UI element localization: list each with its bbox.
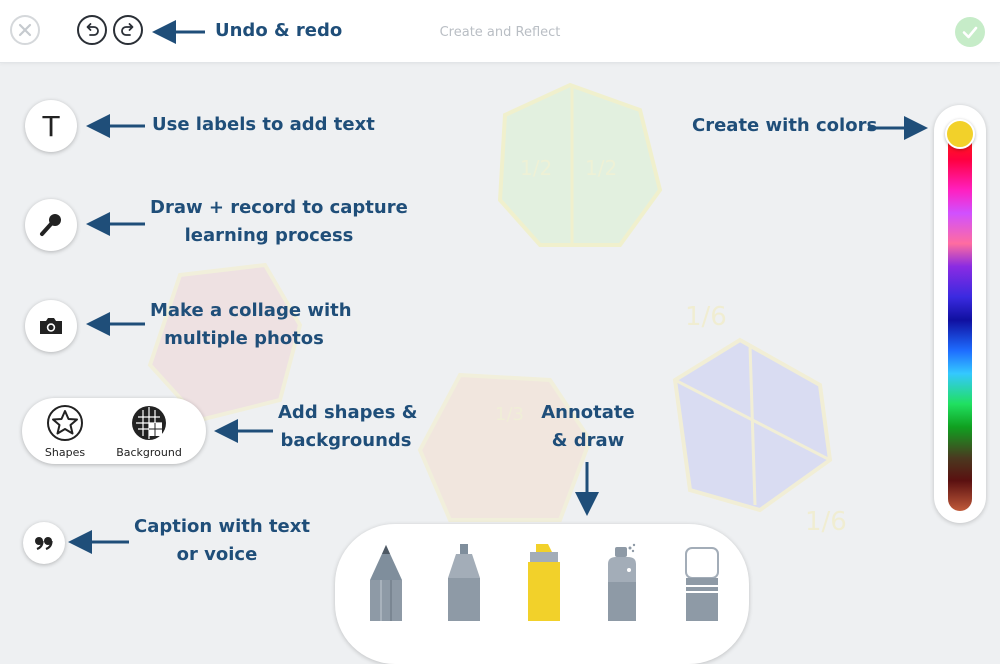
fraction-third: 1/3 — [495, 404, 524, 425]
callout-record: Draw + record to capture learning proces… — [150, 194, 408, 250]
shapes-background-pill: Shapes Background — [22, 398, 206, 464]
color-spectrum-slider[interactable] — [948, 129, 972, 511]
undo-button[interactable] — [77, 15, 107, 45]
color-picker[interactable] — [934, 105, 986, 523]
trapezoid-thirds-shape: 1/3 — [417, 372, 593, 522]
draw-record-button[interactable] — [25, 199, 77, 251]
microphone-icon — [40, 214, 61, 236]
callout-shapes-line1: Add shapes & — [278, 402, 418, 423]
callout-shapes: Add shapes & backgrounds — [278, 399, 418, 455]
callout-collage-line1: Make a collage with — [150, 300, 352, 321]
photo-collage-button[interactable] — [25, 300, 77, 352]
fraction-half-right: 1/2 — [585, 156, 617, 180]
fraction-sixth-top: 1/6 — [685, 302, 727, 332]
hexagon-red-shape — [147, 262, 303, 423]
shapes-label: Shapes — [44, 446, 86, 459]
eraser-tool[interactable] — [682, 542, 722, 621]
label-text-button[interactable]: T — [25, 100, 77, 152]
callout-caption-line2: or voice — [176, 544, 258, 565]
pencil-tool[interactable] — [366, 542, 406, 621]
canvas-artwork: 1/2 1/2 1/3 1/6 1/6 — [147, 82, 847, 537]
star-shape-icon — [47, 405, 83, 441]
callout-annotate-line2: & draw — [551, 430, 625, 451]
close-button[interactable] — [10, 15, 40, 45]
callout-annotate: Annotate & draw — [540, 399, 636, 455]
redo-icon — [121, 23, 134, 36]
callout-shapes-line2: backgrounds — [280, 430, 412, 451]
quote-icon — [35, 537, 53, 551]
text-t-icon: T — [42, 109, 60, 143]
callout-labels: Use labels to add text — [152, 114, 375, 135]
done-button[interactable] — [955, 17, 985, 47]
spray-paint-tool[interactable] — [602, 542, 642, 621]
callout-collage: Make a collage with multiple photos — [150, 297, 352, 353]
callout-record-line1: Draw + record to capture — [150, 197, 408, 218]
callout-caption-line1: Caption with text — [134, 516, 310, 537]
top-bar: Create and Reflect — [0, 0, 1000, 63]
callout-annotate-line1: Annotate — [541, 402, 635, 423]
highlighter-tool[interactable] — [524, 542, 564, 621]
callout-collage-line2: multiple photos — [164, 328, 324, 349]
caption-button[interactable] — [23, 522, 65, 564]
close-icon — [18, 23, 32, 37]
callout-colors: Create with colors — [692, 115, 878, 136]
background-grid-icon — [132, 406, 166, 440]
hexagon-halves-shape: 1/2 1/2 — [497, 82, 663, 247]
marker-tool[interactable] — [444, 542, 484, 621]
background-label: Background — [116, 446, 182, 459]
selected-color-swatch[interactable] — [945, 119, 975, 149]
redo-button[interactable] — [113, 15, 143, 45]
undo-icon — [86, 23, 99, 36]
shapes-button[interactable]: Shapes — [36, 404, 94, 459]
callout-arrows — [68, 20, 928, 554]
camera-icon — [40, 318, 62, 334]
callout-caption: Caption with text or voice — [134, 513, 310, 569]
callout-record-line2: learning process — [184, 225, 354, 246]
fraction-half-left: 1/2 — [520, 156, 552, 180]
callout-undo-redo: Undo & redo — [215, 20, 343, 41]
fraction-sixth-bottom: 1/6 — [805, 507, 847, 537]
page-title: Create and Reflect — [439, 25, 561, 40]
checkmark-icon — [962, 26, 978, 39]
hexagon-sixths-shape: 1/6 1/6 — [672, 302, 847, 537]
background-button[interactable]: Background — [112, 404, 186, 459]
